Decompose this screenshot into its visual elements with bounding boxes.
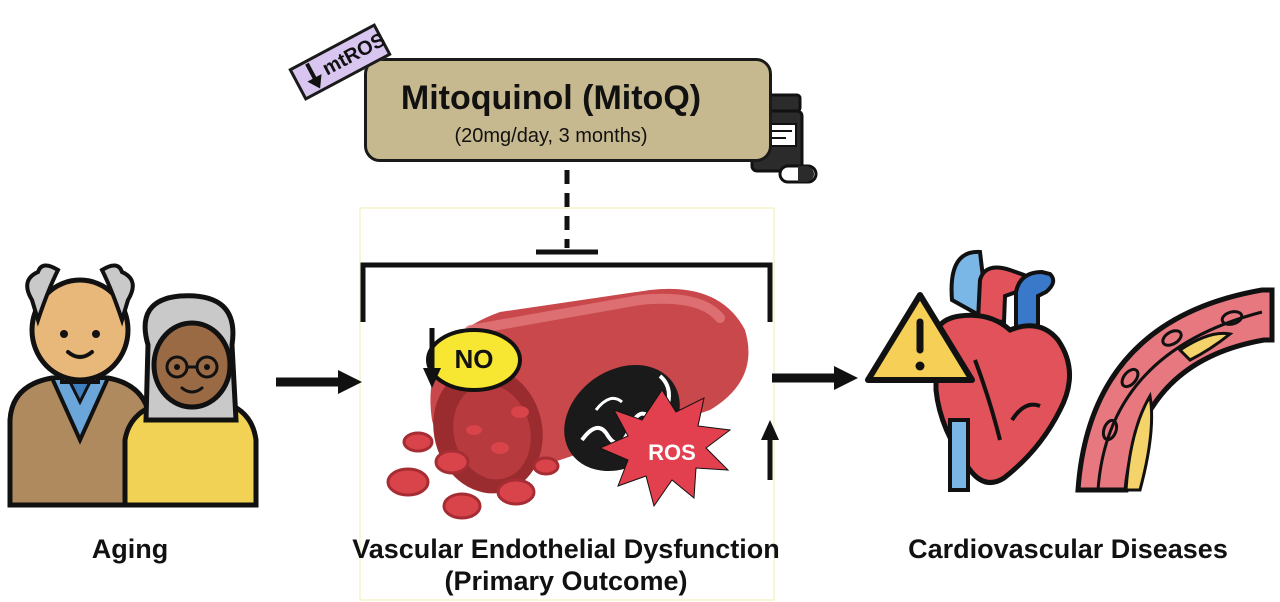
- heart-icon: [932, 249, 1072, 492]
- cvd-label: Cardiovascular Diseases: [908, 534, 1228, 564]
- arrow-vascular-to-cvd: [772, 366, 858, 390]
- drug-box: Mitoquinol (MitoQ) (20mg/day, 3 months): [364, 58, 772, 162]
- artery-plaque-icon: [1075, 287, 1275, 493]
- drug-name: Mitoquinol (MitoQ): [400, 79, 702, 117]
- warning-icon: [865, 292, 975, 383]
- mtros-down-arrow-icon: [305, 62, 322, 89]
- elderly-couple-icon: [7, 263, 259, 508]
- down-arrow-icon: [423, 328, 441, 388]
- elderly-woman: [122, 293, 259, 508]
- ros-label: ROS: [648, 440, 696, 465]
- blood-cells: [386, 431, 560, 520]
- drug-dose: (20mg/day, 3 months): [454, 125, 648, 147]
- vascular-label-line2: (Primary Outcome): [444, 566, 688, 596]
- outcome-bracket: [360, 262, 773, 322]
- aging-label: Aging: [91, 534, 169, 564]
- up-arrow-icon: [761, 420, 779, 480]
- no-label: NO: [454, 344, 494, 374]
- ros-burst: [598, 389, 732, 508]
- vascular-label-line1: Vascular Endothelial Dysfunction: [352, 534, 780, 564]
- center-panel-frame: [359, 207, 775, 601]
- inhibition-icon: [536, 170, 598, 255]
- arrow-aging-to-vascular: [276, 370, 362, 394]
- mtros-badge: mtROS: [288, 23, 392, 101]
- elderly-man: [7, 263, 153, 508]
- no-bubble: [426, 328, 522, 392]
